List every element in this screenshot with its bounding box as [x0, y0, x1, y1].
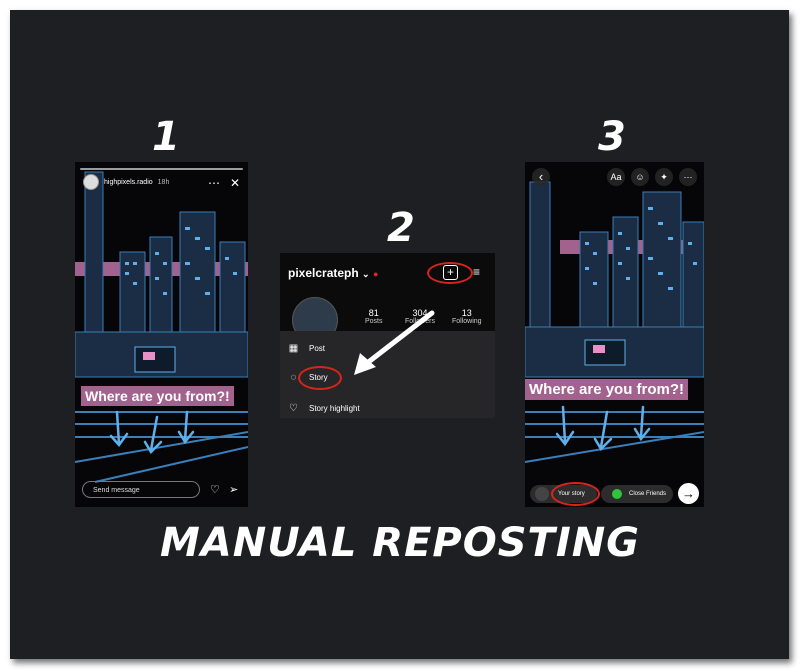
effects-icon[interactable]: ✦: [655, 168, 673, 186]
more-icon[interactable]: ⋯: [207, 176, 220, 190]
next-arrow-button[interactable]: →: [678, 483, 699, 504]
story-icon: ◌: [290, 372, 297, 383]
question-sticker: Where are you from?!: [525, 379, 689, 400]
stat-value: 304: [412, 308, 428, 318]
stat-label: Posts: [365, 318, 383, 325]
close-friends-icon: [612, 489, 622, 499]
stat-following[interactable]: 13 Following: [452, 308, 482, 325]
stat-value: 13: [461, 308, 472, 318]
close-icon[interactable]: ✕: [229, 176, 240, 190]
question-sticker: Where are you from?!: [81, 386, 234, 406]
profile-username[interactable]: pixelcrateph ⌄ ●: [288, 266, 378, 280]
hamburger-menu-icon[interactable]: ≡: [473, 265, 481, 279]
heart-icon[interactable]: ♡: [210, 484, 220, 496]
page-title: MANUAL REPOSTING: [159, 520, 641, 566]
step-number-1: 1: [152, 114, 180, 160]
menu-item-label: Story highlight: [309, 404, 360, 413]
notification-dot: ●: [372, 269, 379, 279]
screen-profile-create-menu: pixelcrateph ⌄ ● + ≡ 81 Posts 304 Follow…: [280, 253, 495, 418]
grid-icon: ▦: [288, 343, 299, 354]
city-illustration: [75, 162, 248, 507]
story-time: 18h: [157, 178, 170, 186]
stat-label: Following: [452, 318, 482, 325]
back-button[interactable]: ‹: [532, 168, 550, 186]
sticker-icon[interactable]: ☺: [631, 168, 649, 186]
annotation-arrow: [354, 310, 435, 375]
menu-item-story-highlight[interactable]: ♡ Story highlight: [288, 403, 360, 414]
stat-value: 81: [368, 308, 379, 318]
highlight-icon: ♡: [289, 403, 298, 414]
menu-item-label: Post: [309, 344, 326, 353]
highlight-circle-your-story: [551, 482, 600, 506]
avatar: [535, 487, 549, 501]
menu-item-post[interactable]: ▦ Post: [288, 343, 325, 354]
story-progress-bar: [80, 168, 243, 170]
screen-story-editor: ‹ Aa ☺ ✦ ⋯ Where are you from?! Your sto…: [525, 162, 704, 507]
story-username: highpixels.radio: [104, 178, 153, 186]
highlight-circle-story: [298, 366, 342, 390]
text-tool-button[interactable]: Aa: [607, 168, 625, 186]
step-number-3: 3: [598, 114, 626, 160]
close-friends-label: Close Friends: [629, 491, 667, 497]
more-icon[interactable]: ⋯: [679, 168, 697, 186]
username-text: pixelcrateph: [288, 266, 359, 280]
highlight-circle-plus: [427, 262, 473, 284]
screen-story-view: highpixels.radio 18h ⋯ ✕ Where are you f…: [75, 162, 248, 507]
chevron-down-icon: ⌄: [362, 269, 370, 279]
story-author[interactable]: highpixels.radio 18h: [83, 174, 169, 190]
send-icon[interactable]: ➢: [229, 484, 239, 496]
send-message-input[interactable]: Send message: [82, 481, 200, 498]
stat-posts[interactable]: 81 Posts: [365, 308, 383, 325]
avatar: [83, 174, 99, 190]
city-illustration: [525, 162, 704, 507]
step-number-2: 2: [387, 205, 415, 251]
